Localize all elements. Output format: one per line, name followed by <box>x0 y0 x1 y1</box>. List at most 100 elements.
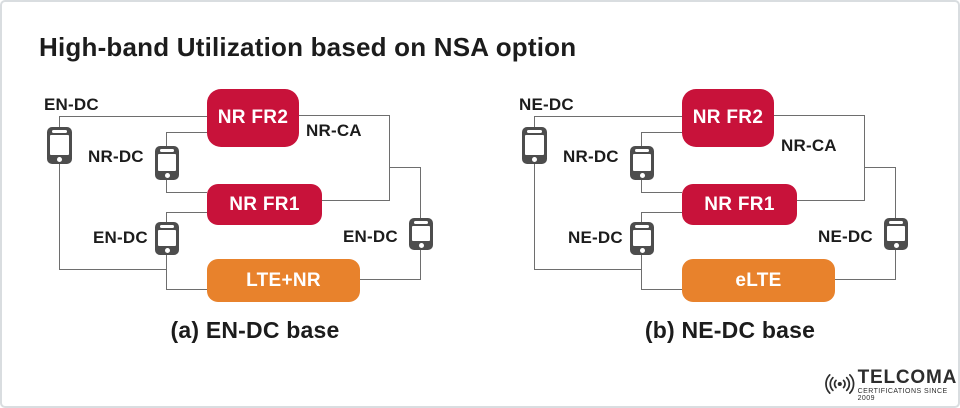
connector-line <box>641 212 682 213</box>
connector-line <box>166 212 207 213</box>
node-label: NR FR1 <box>229 193 300 215</box>
phone-screen <box>158 230 176 246</box>
connector-line <box>641 132 682 133</box>
diagram-en-dc-base: NR FR2 NR FR1 LTE+NR EN-D <box>2 82 482 372</box>
smartphone-icon <box>630 222 654 255</box>
connector-line <box>641 132 642 146</box>
node-label: NR FR1 <box>704 193 775 215</box>
phone-home-button <box>57 157 62 162</box>
phone-home-button <box>164 173 170 178</box>
phone-home-button <box>164 248 170 253</box>
smartphone-icon <box>630 146 654 180</box>
connector-line <box>322 200 389 201</box>
node-label: LTE+NR <box>246 269 321 291</box>
connector-line <box>797 200 864 201</box>
smartphone-icon <box>155 146 179 180</box>
phone-home-button <box>532 157 537 162</box>
connector-line <box>59 164 60 269</box>
phone-speaker <box>889 221 903 224</box>
smartphone-icon <box>522 127 547 164</box>
phone-speaker <box>160 225 174 228</box>
phone-home-button <box>418 243 424 248</box>
connector-line <box>59 269 166 270</box>
connector-line <box>641 212 642 222</box>
connector-line <box>389 115 390 201</box>
connector-line <box>864 115 865 201</box>
connector-line <box>166 255 167 289</box>
connector-line <box>864 167 895 168</box>
phone-screen <box>158 154 176 171</box>
phone-screen <box>633 154 651 171</box>
connector-line <box>534 164 535 269</box>
phone-home-button <box>639 173 645 178</box>
connector-line <box>835 279 896 280</box>
connector-line <box>59 116 207 117</box>
label-en-dc-right: EN-DC <box>343 227 398 246</box>
node-label: NR FR2 <box>692 107 764 128</box>
phone-speaker <box>52 130 67 133</box>
page-title: High-band Utilization based on NSA optio… <box>39 32 577 62</box>
smartphone-icon <box>409 218 433 250</box>
connector-line <box>641 289 682 290</box>
logo-text: TELCOMA CERTIFICATIONS SINCE 2009 <box>857 367 960 403</box>
phone-screen <box>525 135 544 155</box>
phone-home-button <box>893 243 899 248</box>
connector-line <box>360 279 421 280</box>
telcoma-logo: TELCOMA CERTIFICATIONS SINCE 2009 <box>824 368 960 402</box>
connector-line <box>166 132 207 133</box>
node-label: NR FR2 <box>217 107 289 128</box>
node-lte-nr: LTE+NR <box>207 259 360 302</box>
node-label: eLTE <box>735 269 782 291</box>
connector-line <box>534 116 535 127</box>
connector-line <box>534 269 641 270</box>
phone-speaker <box>635 149 649 152</box>
connector-line <box>641 180 642 192</box>
connector-line <box>420 167 421 218</box>
node-nr-fr2: NR FR2 <box>207 89 299 147</box>
smartphone-icon <box>47 127 72 164</box>
node-nr-fr2: NR FR2 <box>682 89 774 147</box>
connector-line <box>299 115 389 116</box>
connector-line <box>389 167 420 168</box>
logo-tagline: CERTIFICATIONS SINCE 2009 <box>857 388 948 402</box>
phone-speaker <box>414 221 428 224</box>
diagram-caption: (b) NE-DC base <box>644 317 816 343</box>
label-en-dc-bottom: EN-DC <box>93 228 148 247</box>
smartphone-icon <box>155 222 179 255</box>
connector-line <box>59 116 60 127</box>
phone-home-button <box>639 248 645 253</box>
label-nr-dc: NR-DC <box>88 147 144 166</box>
diagram-caption: (a) EN-DC base <box>170 317 340 343</box>
phone-screen <box>50 135 69 155</box>
node-elte: eLTE <box>682 259 835 302</box>
connector-line <box>166 132 167 146</box>
connector-line <box>895 250 896 279</box>
connector-line <box>420 250 421 279</box>
broadcast-icon <box>825 374 855 394</box>
connector-line <box>641 255 642 289</box>
label-nr-ca: NR-CA <box>781 136 837 155</box>
node-nr-fr1: NR FR1 <box>207 184 322 225</box>
connector-line <box>166 180 167 192</box>
label-ne-dc-right: NE-DC <box>818 227 873 246</box>
logo-name: TELCOMA <box>857 367 958 388</box>
label-ne-dc-top: NE-DC <box>519 95 574 114</box>
connector-line <box>166 289 207 290</box>
connector-line <box>534 116 682 117</box>
phone-screen <box>887 226 905 241</box>
label-nr-ca: NR-CA <box>306 121 362 140</box>
phone-speaker <box>160 149 174 152</box>
connector-line <box>166 192 207 193</box>
smartphone-icon <box>884 218 908 250</box>
connector-line <box>166 212 167 222</box>
diagram-ne-dc-base: NR FR2 NR FR1 eLTE NE-DC <box>477 82 957 372</box>
phone-speaker <box>527 130 542 133</box>
phone-speaker <box>635 225 649 228</box>
phone-screen <box>412 226 430 241</box>
label-nr-dc: NR-DC <box>563 147 619 166</box>
label-ne-dc-bottom: NE-DC <box>568 228 623 247</box>
phone-screen <box>633 230 651 246</box>
connector-line <box>641 192 682 193</box>
connector-line <box>895 167 896 218</box>
